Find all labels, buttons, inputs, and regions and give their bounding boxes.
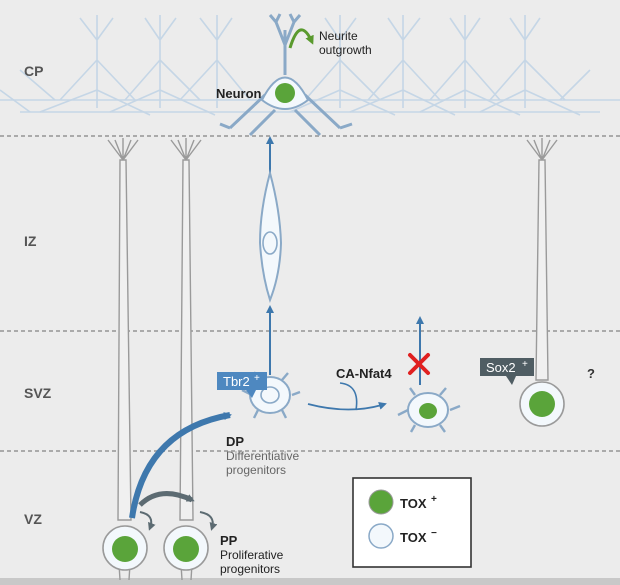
pp-nucleus-left [112,536,138,562]
nfat4-cell [397,387,461,433]
layer-label-cp: CP [24,63,43,79]
cortical-plate-neurons-background [0,15,620,116]
neurite-label-line2: outgrowth [319,43,372,57]
legend-tox-pos-swatch [368,489,394,515]
self-renewal-arrow-right [199,511,218,531]
pp-cell-right [163,525,209,571]
tbr2-label: Tbr2 [223,374,250,389]
layer-separators [0,135,620,452]
migrating-bipolar-cell [258,169,283,303]
radial-fiber-right [535,159,549,381]
nfat4-influence-curve [339,382,358,411]
nfat4-nucleus [419,403,437,419]
arrow-dp-to-nfat4-cell [307,401,387,411]
legend-box [352,477,472,568]
layer-label-svz: SVZ [24,385,52,401]
ca-nfat4-label: CA-Nfat4 [336,366,392,381]
layer-label-vz: VZ [24,511,42,527]
legend: TOX + TOX − [352,477,472,568]
radial-fiber-left [117,159,132,521]
sox2-sup: + [522,359,528,370]
bipolar-nucleus [262,231,278,255]
pp-label: PP [220,533,238,548]
arrow-pp-to-dp [129,412,232,519]
bottom-border [0,578,620,585]
sox2-badge: Sox2 + [480,358,534,385]
neurite-label-line1: Neurite [319,29,358,43]
sox2-nucleus [529,391,555,417]
arrow-pp-proliferation [138,491,195,507]
dp-desc-line1: Differentiative [226,449,299,463]
legend-tox-pos-label: TOX [400,496,427,511]
legend-tox-pos-sup: + [431,494,437,505]
pp-desc-line2: progenitors [220,562,280,576]
dp-desc-line2: progenitors [226,463,286,477]
dp-nucleus [260,386,280,404]
legend-tox-neg-swatch [368,523,394,549]
block-x-icon [408,353,430,375]
pp-cell-left [102,525,148,571]
layer-label-iz: IZ [24,233,37,249]
tbr2-sup: + [254,373,260,384]
sox2-label: Sox2 [486,360,516,375]
self-renewal-arrow-left [139,511,156,531]
legend-tox-neg-sup: − [431,528,437,539]
tbr2-badge: Tbr2 + [217,372,267,398]
sox2-cell [519,381,565,427]
pp-desc-line1: Proliferative [220,548,284,562]
neuron-cell [219,13,353,137]
dp-label: DP [226,434,244,449]
sox2-question-mark: ? [587,366,595,381]
neurite-outgrowth-arrow [288,28,314,49]
legend-tox-neg-label: TOX [400,530,427,545]
pp-nucleus-right [173,536,199,562]
neuron-label: Neuron [216,86,262,101]
neuron-nucleus [275,83,295,103]
